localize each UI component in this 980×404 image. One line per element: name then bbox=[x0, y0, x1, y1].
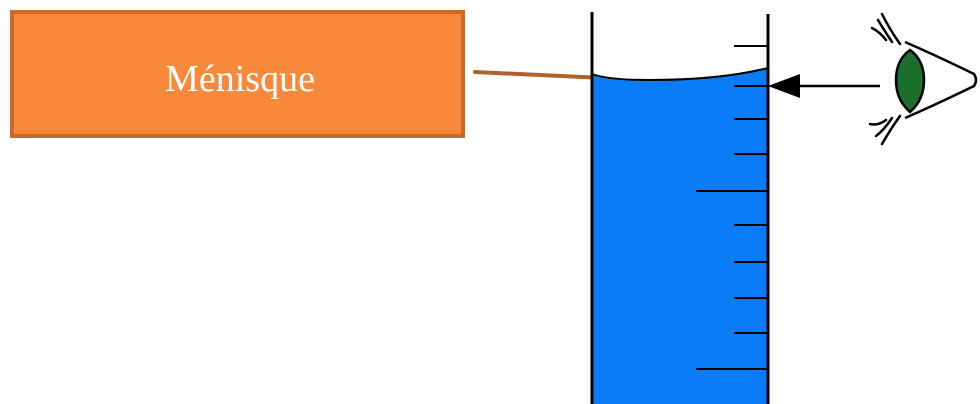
eye-lashes-top bbox=[870, 12, 902, 46]
meniscus-curve bbox=[591, 67, 769, 82]
eye-lashes-bottom bbox=[868, 114, 902, 146]
eye-outline bbox=[904, 40, 978, 120]
leader-line bbox=[473, 70, 606, 80]
liquid bbox=[592, 68, 768, 404]
graduated-cylinder bbox=[590, 12, 770, 404]
label-box bbox=[10, 10, 465, 138]
sight-arrow bbox=[768, 74, 880, 98]
arrow-left-icon bbox=[768, 74, 800, 98]
eye-iris bbox=[894, 48, 926, 114]
meniscus-label: Ménisque bbox=[10, 10, 465, 138]
eye-icon bbox=[868, 12, 978, 146]
label-text: Ménisque bbox=[165, 58, 315, 100]
